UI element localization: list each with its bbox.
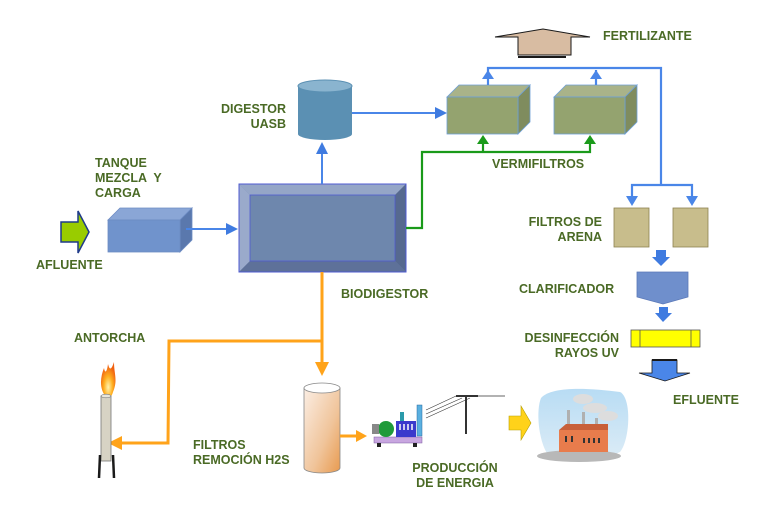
arrow-up-1 <box>482 70 494 79</box>
label-digestor-line-1: DIGESTOR <box>220 102 286 116</box>
label-desinfeccion-line-1: DESINFECCIÓN <box>524 331 619 345</box>
generator-icon <box>372 404 423 447</box>
label-biodigestor: BIODIGESTOR <box>341 287 429 301</box>
label-energia-line-1: PRODUCCIÓN <box>412 461 498 475</box>
label-filtros-h2s: FILTROS REMOCIÓN H2S <box>193 438 290 468</box>
gas-flow-lines <box>118 272 324 445</box>
power-line-icon <box>425 395 505 434</box>
filtro-h2s-cylinder[interactable] <box>303 382 341 474</box>
label-vermifiltros: VERMIFILTROS <box>492 157 585 171</box>
efluente-arrow-icon <box>638 359 691 382</box>
energy-arrow-icon <box>508 404 532 442</box>
digestor-uasb-cylinder[interactable] <box>297 79 353 140</box>
uv-lamp[interactable] <box>630 329 701 348</box>
green-arrow-up-1 <box>477 135 489 144</box>
label-tanque-line-2: MEZCLA Y <box>95 171 162 185</box>
label-efluente: EFLUENTE <box>673 393 739 407</box>
arrow-down-arena-2 <box>686 196 698 206</box>
green-arrow-up-2 <box>584 135 596 144</box>
afluente-arrow-icon <box>60 210 90 254</box>
label-tanque: TANQUE MEZCLA Y CARGA <box>95 156 162 201</box>
label-arena-line-1: FILTROS DE <box>528 215 602 229</box>
vermifiltro-1-box[interactable] <box>446 84 531 135</box>
arrow-arena-clarificador <box>652 250 670 266</box>
fertilizante-arrow-icon <box>494 28 591 58</box>
gas-arrow-antorcha <box>108 436 122 450</box>
label-desinfeccion-line-2: RAYOS UV <box>554 346 619 360</box>
label-afluente: AFLUENTE <box>36 258 103 272</box>
vermifiltro-2-box[interactable] <box>553 84 638 135</box>
label-filtros-arena: FILTROS DE ARENA <box>505 215 602 245</box>
label-desinfeccion: DESINFECCIÓN RAYOS UV <box>500 331 619 361</box>
arrow-up-2 <box>590 70 602 79</box>
gas-arrow-generator <box>356 430 367 442</box>
clarificador-shape[interactable] <box>636 271 689 305</box>
biodigestor-box[interactable] <box>238 183 407 273</box>
antorcha-icon <box>97 362 116 479</box>
label-digestor-line-2: UASB <box>250 117 286 131</box>
label-energia-line-2: DE ENERGIA <box>416 476 494 490</box>
tanque-mezcla-box[interactable] <box>107 207 193 253</box>
label-clarificador: CLARIFICADOR <box>519 282 615 296</box>
gas-arrow-h2s <box>315 362 329 376</box>
label-tanque-line-1: TANQUE <box>95 156 147 170</box>
label-tanque-line-3: CARGA <box>95 186 141 200</box>
filtro-arena-2[interactable] <box>672 207 709 248</box>
label-h2s-line-2: REMOCIÓN H2S <box>193 453 290 467</box>
label-arena-line-2: ARENA <box>557 230 602 244</box>
factory-icon <box>537 388 629 462</box>
arrow-clarificador-uv <box>655 307 672 322</box>
label-fertilizante: FERTILIZANTE <box>603 29 692 43</box>
label-produccion-energia: PRODUCCIÓN DE ENERGIA <box>410 461 500 491</box>
label-antorcha: ANTORCHA <box>74 331 146 345</box>
label-digestor-uasb: DIGESTOR UASB <box>205 102 286 132</box>
filtro-arena-1[interactable] <box>613 207 650 248</box>
arrow-down-arena-1 <box>626 196 638 206</box>
label-h2s-line-1: FILTROS <box>193 438 246 452</box>
